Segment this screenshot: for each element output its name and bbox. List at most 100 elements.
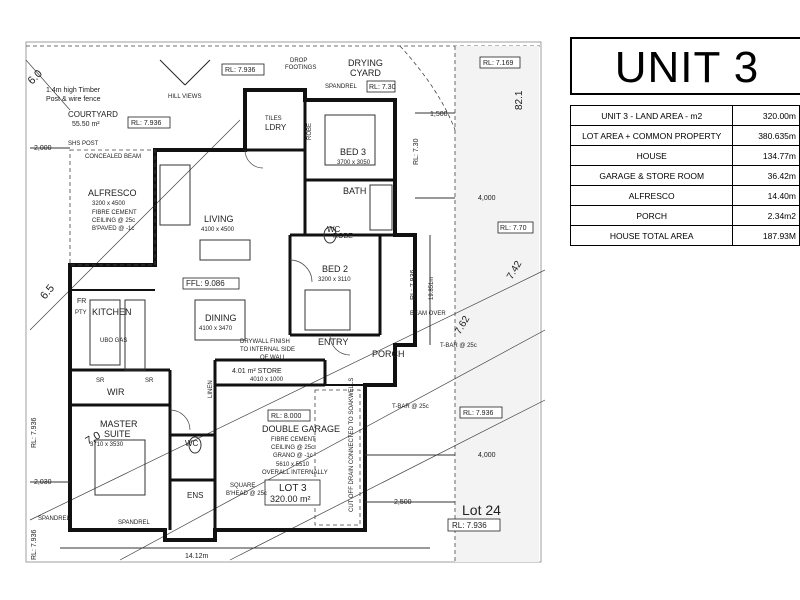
drying-court-label: CYARD <box>350 68 381 78</box>
fr-label: FR <box>77 298 86 305</box>
kitchen-label: KITCHEN <box>92 307 132 317</box>
fence-note: 1.4m high Timber <box>46 87 101 94</box>
rl-label: RL: 8.000 <box>271 413 301 420</box>
pty-label: PTY <box>75 310 87 316</box>
bathtub <box>369 184 393 231</box>
rl-label: RL: 7.936 <box>410 270 417 300</box>
rl-label: RL: 7.30 <box>413 138 420 165</box>
drywall-note: TO INTERNAL SIDE <box>240 347 295 353</box>
hill-views-label: HILL VIEWS <box>168 94 201 100</box>
garage-dims: 5610 x 5510 <box>276 462 310 468</box>
door-swing <box>169 409 191 431</box>
diagonal-line <box>25 59 71 111</box>
drywall-note: DRYWALL FINISH <box>240 339 290 345</box>
rl-box <box>221 63 265 76</box>
boundary-label: 82.1 <box>514 90 525 110</box>
dim-label: 1,500 <box>430 111 448 118</box>
spandrel-label: SPANDREL <box>38 516 71 522</box>
master-dims: 3710 x 3530 <box>90 442 124 448</box>
area-value: 14.40m <box>732 185 800 206</box>
drop-footings: FOOTINGS <box>285 65 316 71</box>
dim-label: 19.851m <box>429 277 435 300</box>
door-swing <box>289 259 313 283</box>
dining-dims: 4100 x 3470 <box>199 326 233 332</box>
rl-box <box>479 56 521 69</box>
sr-label: SR <box>96 378 105 384</box>
area-value: 320.00m <box>732 105 800 126</box>
lot3-box <box>264 479 321 506</box>
unit-title-box: UNIT 3 <box>570 37 800 95</box>
dim-label: 2,500 <box>394 499 412 506</box>
area-value: 36.42m <box>732 165 800 186</box>
square-bhead-label: B'HEAD @ 25c <box>226 491 267 497</box>
dining-label: DINING <box>205 313 237 323</box>
floor-plan: 1.4m high Timber Post & wire fence HILL … <box>25 41 545 563</box>
area-label: ALFRESCO <box>569 185 734 206</box>
rl-label: RL: 7.936 <box>31 418 38 448</box>
area-value: 134.77m <box>732 145 800 166</box>
alfresco-dims: 3200 x 4500 <box>92 201 126 207</box>
concealed-beam-label: CONCEALED BEAM <box>85 154 141 160</box>
bed2-bed <box>304 289 351 331</box>
diagonal-line <box>119 329 545 561</box>
rl-label: RL: 7.30 <box>369 84 396 91</box>
bed3-label: BED 3 <box>340 147 366 157</box>
kitchen-bench <box>89 299 121 366</box>
ubo-gas-label: UBO GAS <box>100 338 127 344</box>
area-value: 380.635m <box>732 125 800 146</box>
sofa <box>159 164 191 226</box>
linen-label: LINEN <box>208 380 214 398</box>
kitchen-island <box>124 299 146 371</box>
coffee-table <box>199 239 251 261</box>
entry-label: ENTRY <box>318 337 348 347</box>
area-label: UNIT 3 - LAND AREA - m2 <box>569 105 734 126</box>
t-bar-label: T-BAR @ 25c <box>440 343 477 349</box>
store-dims: 4010 x 1000 <box>250 377 284 383</box>
ldry-label: LDRY <box>265 123 287 132</box>
spandrel-label: SPANDREL <box>118 520 151 526</box>
toilet-2 <box>188 436 202 454</box>
courtyard-area: 55.50 m² <box>72 121 100 128</box>
view-arrow <box>184 59 211 86</box>
garage-note: OVERALL INTERNALLY <box>262 470 328 476</box>
alfresco-note: B'PAVED @ -1c <box>92 226 134 232</box>
shs-post-label: SHS POST <box>68 141 99 147</box>
area-value: 2.34m2 <box>732 205 800 226</box>
rl-label: RL: 7.169 <box>483 60 513 67</box>
square-bhead-label: SQUARE <box>230 483 255 489</box>
store-label: 4.01 m² STORE <box>232 368 282 375</box>
drain-note: CUT OFF DRAIN CONNECTED TO SOAKWELLS <box>349 378 355 512</box>
area-label: PORCH <box>569 205 734 226</box>
area-label: HOUSE <box>569 145 734 166</box>
garage-label: DOUBLE GARAGE <box>262 424 340 434</box>
area-label: LOT AREA + COMMON PROPERTY <box>569 125 734 146</box>
area-label: GARAGE & STORE ROOM <box>569 165 734 186</box>
beam-over-label: BEAM OVER <box>410 311 446 317</box>
wir-label: WIR <box>107 387 125 397</box>
lot24-label: Lot 24 <box>462 502 501 518</box>
garage-note: CEILING @ 25c <box>271 445 314 451</box>
alfresco-outline <box>69 149 156 266</box>
rl-box <box>459 406 503 419</box>
area-label: HOUSE TOTAL AREA <box>569 225 734 246</box>
drywall-note: OF WALL <box>260 355 287 361</box>
drop-footings: DROP <box>290 58 307 64</box>
porch-label: PORCH <box>372 349 405 359</box>
drying-court-label: DRYING <box>348 58 383 68</box>
dining-table <box>194 299 246 341</box>
bed3-bed <box>324 114 376 166</box>
rl-box <box>366 80 396 93</box>
living-label: LIVING <box>204 214 234 224</box>
courtyard-label: COURTYARD <box>68 110 118 119</box>
rl-label: RL: 7.936 <box>31 530 38 560</box>
robe-label: ROBE <box>307 123 313 140</box>
dim-label: 2,030 <box>34 479 52 486</box>
exterior-walls <box>68 88 417 542</box>
